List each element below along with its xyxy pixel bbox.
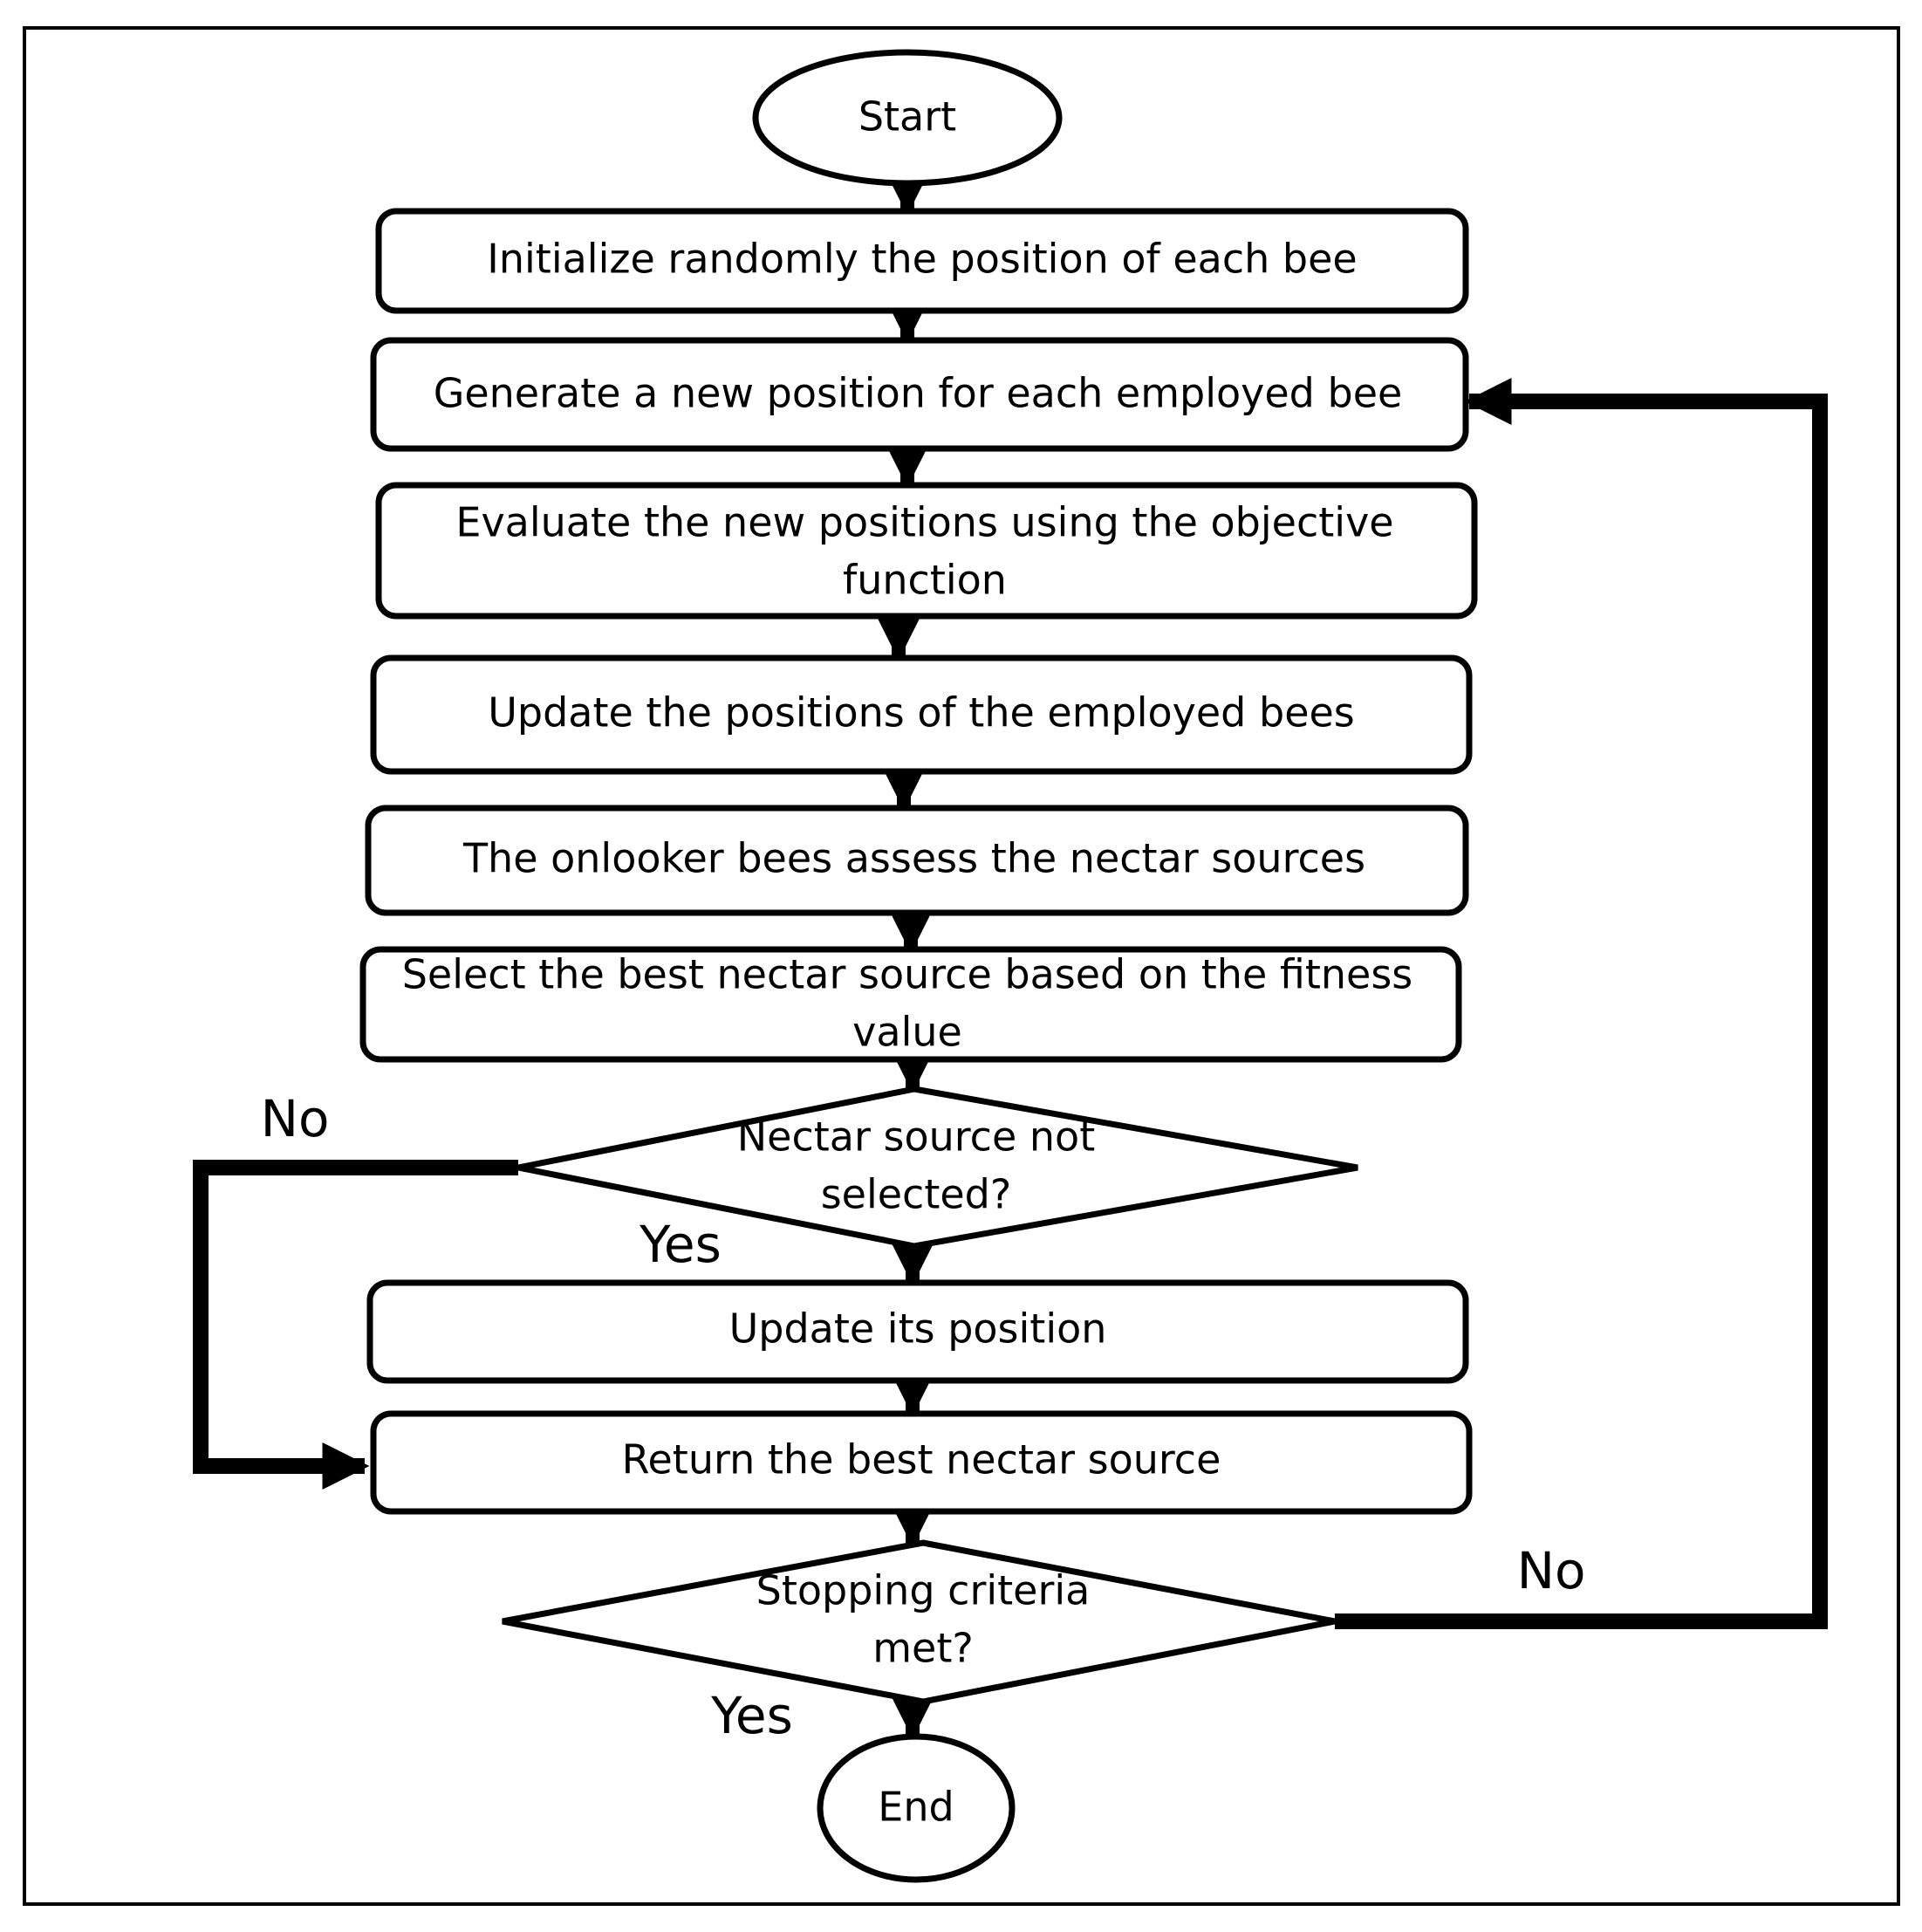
step-evaluate: Evaluate the new positions using the obj… xyxy=(375,482,1478,620)
decision-nectar-label-line1: Nectar source not xyxy=(737,1113,1095,1161)
outer-frame xyxy=(23,26,1900,1906)
step-update-its-label: Update its position xyxy=(729,1305,1107,1353)
step-update-employed-label: Update the positions of the employed bee… xyxy=(488,689,1355,736)
step-initialize: Initialize randomly the position of each… xyxy=(375,208,1469,314)
decision-nectar: Nectar source not selected? xyxy=(517,1086,1358,1250)
step-update-its: Update its position xyxy=(366,1279,1469,1384)
step-return-best: Return the best nectar source xyxy=(370,1410,1473,1515)
nectar-no-label: No xyxy=(261,1089,330,1148)
decision-stopping: Stopping criteria met? xyxy=(502,1539,1336,1705)
step-onlooker: The onlooker bees assess the nectar sour… xyxy=(365,805,1469,916)
step-select: Select the best nectar source based on t… xyxy=(359,946,1462,1063)
start-label: Start xyxy=(858,93,956,140)
arrow-stopping-no-loop xyxy=(1335,378,1828,1629)
stopping-no-label: No xyxy=(1517,1541,1586,1600)
start-node: Start xyxy=(752,49,1063,187)
end-label: End xyxy=(878,1784,954,1831)
step-initialize-label: Initialize randomly the position of each… xyxy=(487,236,1357,283)
step-onlooker-label: The onlooker bees assess the nectar sour… xyxy=(462,835,1365,882)
step-return-best-label: Return the best nectar source xyxy=(622,1436,1221,1483)
arrow-nectar-no-branch xyxy=(193,1160,518,1490)
end-node: End xyxy=(817,1733,1016,1883)
step-update-employed: Update the positions of the employed bee… xyxy=(370,654,1473,775)
step-evaluate-label-line2: function xyxy=(843,557,1007,604)
nectar-yes-label: Yes xyxy=(639,1215,722,1274)
connectors xyxy=(193,173,1828,1739)
decision-stopping-label-line1: Stopping criteria xyxy=(756,1567,1091,1614)
decision-stopping-label-line2: met? xyxy=(872,1625,974,1672)
step-generate-label: Generate a new position for each employe… xyxy=(434,370,1403,417)
step-select-label-line1: Select the best nectar source based on t… xyxy=(402,951,1413,998)
step-generate: Generate a new position for each employe… xyxy=(370,337,1469,452)
step-select-label-line2: value xyxy=(852,1009,962,1056)
decision-nectar-label-line2: selected? xyxy=(821,1171,1012,1218)
stopping-yes-label: Yes xyxy=(710,1686,793,1745)
step-evaluate-label-line1: Evaluate the new positions using the obj… xyxy=(455,499,1393,546)
